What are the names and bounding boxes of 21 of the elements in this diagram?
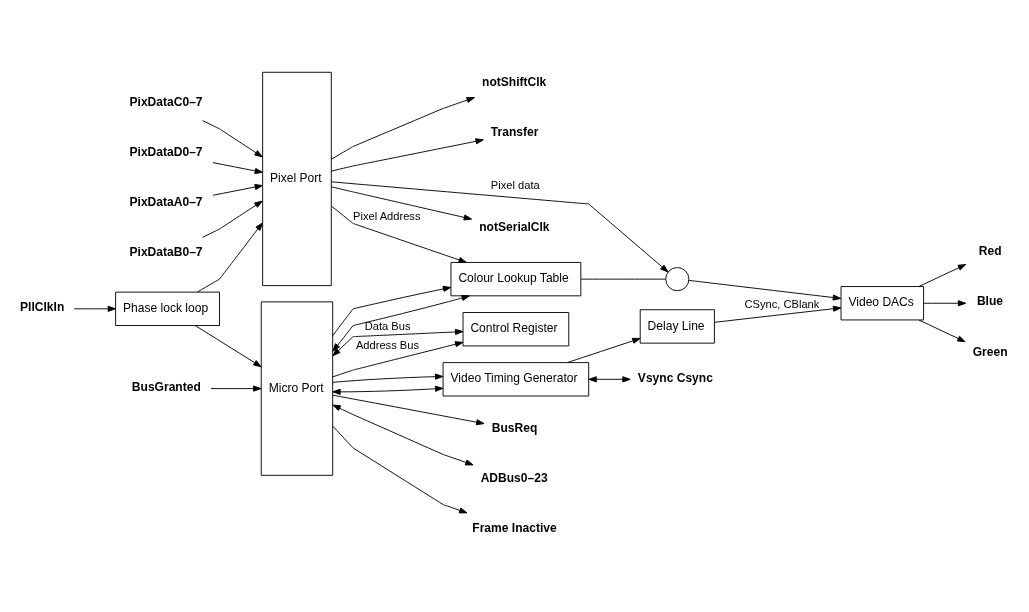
node-text: PixDataA0–7 [129,194,203,209]
node-text: notShiftClk [482,74,547,89]
node-text: Green [972,344,1008,359]
node-text: PixDataC0–7 [129,94,203,109]
node-text: Blue [976,293,1004,308]
node-text: PllClkIn [20,299,65,314]
node-text: Transfer [490,124,539,139]
node-text: PixDataD0–7 [129,144,203,159]
node-text: BusGranted [131,379,201,394]
node-text: ADBus0–23 [480,470,548,485]
edge-label: Address Bus [355,338,419,351]
edge-label: Pixel data [490,178,540,191]
node-text: notSerialClk [479,219,550,234]
node-text: Vsync Csync [637,370,713,385]
node-text: BusReq [491,420,538,435]
edge-label: Data Bus [364,319,411,332]
edge-label: Pixel Address [353,209,421,222]
edge-label: CSync, CBlank [744,297,820,310]
node-text: Red [978,243,1002,258]
node-text: Frame Inactive [472,520,557,535]
node-text: PixDataB0–7 [129,244,203,259]
